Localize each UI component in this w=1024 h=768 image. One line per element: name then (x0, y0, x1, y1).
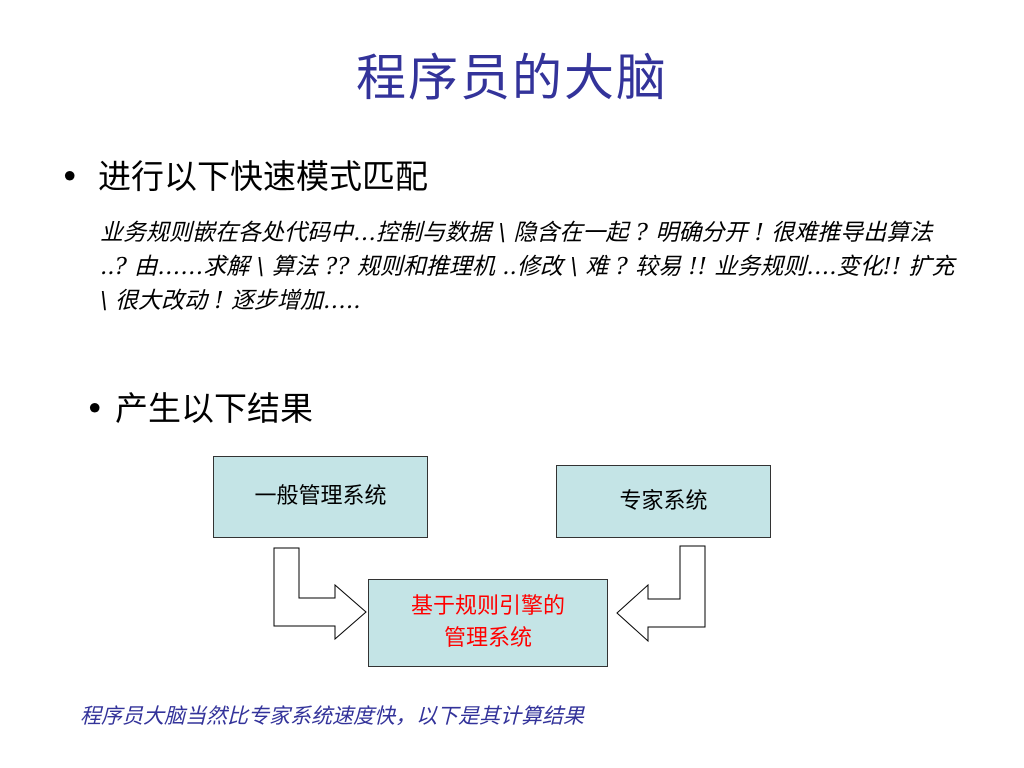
general-management-system-box: 一般管理系统 (213, 456, 428, 538)
business-rules-paragraph: 业务规则嵌在各处代码中…控制与数据 \ 隐含在一起 ? 明确分开 ! 很难推导出… (100, 220, 955, 314)
footer-note: 程序员大脑当然比专家系统速度快，以下是其计算结果 (80, 704, 584, 728)
rule-box-line1: 基于规则引擎的 (410, 594, 565, 619)
bullet-text: 进行以下快速模式匹配 (98, 157, 428, 196)
slide-title: 程序员的大脑 (356, 49, 668, 107)
bullet-pattern-matching: • 进行以下快速模式匹配 (60, 150, 428, 198)
rule-engine-system-box: 基于规则引擎的 管理系统 (368, 579, 608, 667)
bullet-dot: • (60, 157, 80, 196)
rule-box-line2: 管理系统 (443, 626, 532, 651)
right-bent-arrow (616, 545, 706, 643)
left-bent-arrow (273, 547, 367, 641)
bullet-results: • 产生以下结果 (85, 389, 313, 428)
expert-system-box: 专家系统 (556, 465, 771, 538)
